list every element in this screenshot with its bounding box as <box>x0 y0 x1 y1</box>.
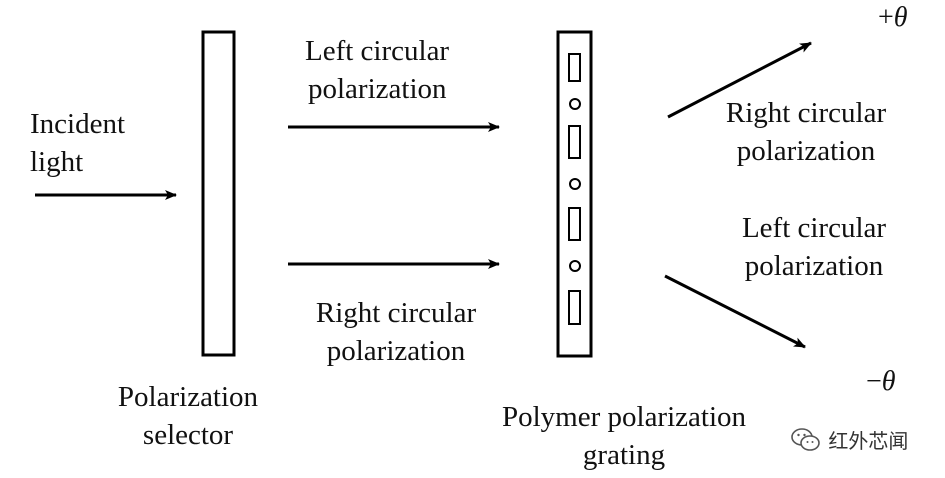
output-up-label-line2: polarization <box>736 135 876 167</box>
grating-element <box>568 290 581 325</box>
top-beam-label-line1: Left circular <box>305 35 450 67</box>
grating-element <box>569 178 581 190</box>
output-down-arrow <box>664 274 806 349</box>
grating-element <box>569 98 581 110</box>
top-beam-label-line2: polarization <box>308 73 447 105</box>
incident-label-line2: light <box>30 146 84 178</box>
selector-label-line1: Polarization <box>117 381 259 413</box>
output-up-label-line1: Right circular <box>725 97 887 129</box>
top-beam-label: Left circular polarization <box>305 32 449 108</box>
output-up-label: Right circular polarization <box>706 94 906 170</box>
output-up-arrow <box>667 41 812 119</box>
incident-label-line1: Incident <box>30 108 126 140</box>
grating-element <box>568 53 581 82</box>
bottom-beam-label-line2: polarization <box>326 335 466 367</box>
plus-theta-label: +θ <box>878 2 908 34</box>
polymer-polarization-grating <box>556 30 593 358</box>
bottom-beam-label-line1: Right circular <box>315 297 477 329</box>
incident-light-label: Incident light <box>30 105 125 181</box>
grating-label: Polymer polarization grating <box>474 398 774 474</box>
grating-element <box>568 207 581 241</box>
grating-label-line1: Polymer polarization <box>501 401 747 433</box>
minus-sign: − <box>866 366 882 397</box>
grating-label-line2: grating <box>582 439 666 471</box>
theta-symbol: θ <box>881 366 896 397</box>
output-down-label: Left circular polarization <box>714 209 914 285</box>
bottom-beam-label: Right circular polarization <box>296 294 496 370</box>
grating-element <box>569 260 581 272</box>
watermark-text: 红外芯闻 <box>828 429 909 453</box>
polarization-selector <box>201 30 236 357</box>
plus-sign: + <box>878 2 894 33</box>
output-down-label-line1: Left circular <box>741 212 887 244</box>
selector-label: Polarization selector <box>98 378 278 454</box>
grating-element <box>568 125 581 159</box>
wechat-icon <box>791 427 820 451</box>
output-down-label-line2: polarization <box>744 250 884 282</box>
theta-symbol: θ <box>893 2 908 33</box>
minus-theta-label: −θ <box>866 366 896 398</box>
selector-label-line2: selector <box>142 419 234 451</box>
watermark: 红外芯闻 <box>790 425 908 454</box>
